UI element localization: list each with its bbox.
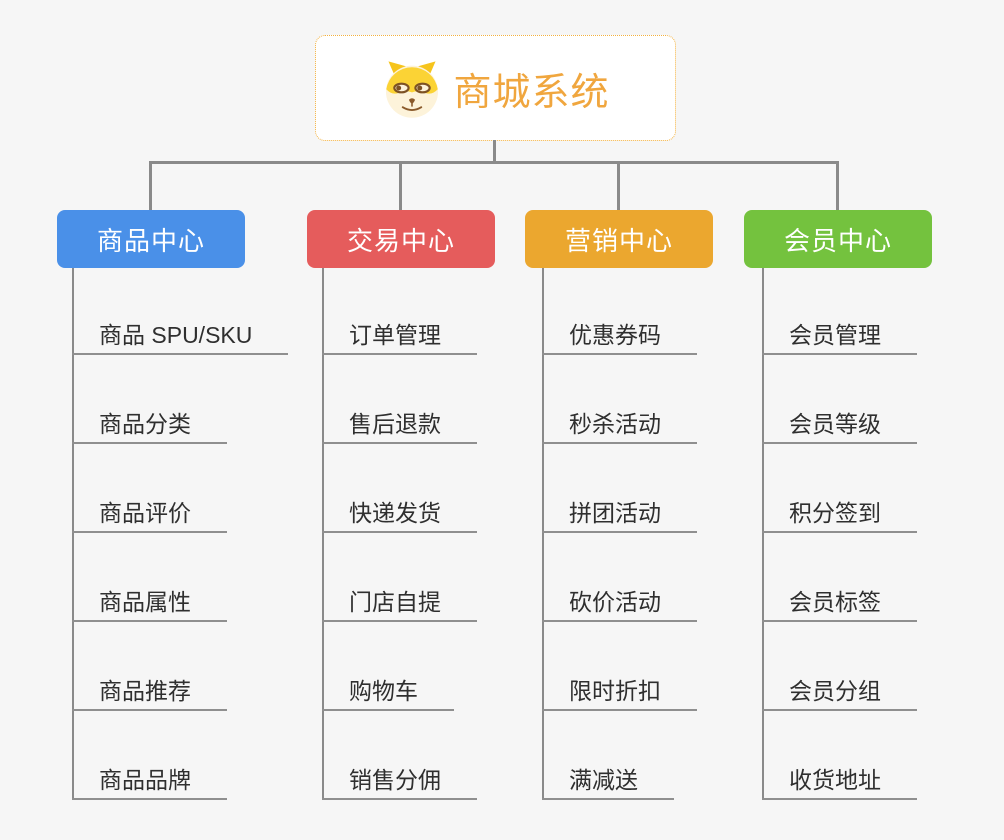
leaf-node[interactable]: 购物车 (322, 673, 454, 711)
connector-column-line-1 (72, 268, 74, 800)
leaf-node[interactable]: 拼团活动 (542, 495, 697, 533)
connector-horizontal-bus (149, 161, 839, 164)
leaf-node[interactable]: 订单管理 (322, 317, 477, 355)
leaf-node[interactable]: 商品品牌 (72, 762, 227, 800)
leaf-node[interactable]: 商品 SPU/SKU (72, 317, 289, 355)
leaf-node[interactable]: 优惠券码 (542, 317, 697, 355)
leaf-node[interactable]: 砍价活动 (542, 584, 697, 622)
branch-node-product-center[interactable]: 商品中心 (57, 210, 245, 268)
branch-node-trade-center[interactable]: 交易中心 (307, 210, 495, 268)
connector-column-line-3 (542, 268, 544, 800)
connector-drop-branch-3 (617, 161, 620, 210)
leaf-node[interactable]: 会员标签 (762, 584, 917, 622)
connector-column-line-2 (322, 268, 324, 800)
leaf-node[interactable]: 会员分组 (762, 673, 917, 711)
branch-node-marketing-center[interactable]: 营销中心 (525, 210, 713, 268)
leaf-node[interactable]: 商品评价 (72, 495, 227, 533)
leaf-node[interactable]: 会员管理 (762, 317, 917, 355)
branch-node-member-center[interactable]: 会员中心 (744, 210, 932, 268)
leaf-node[interactable]: 销售分佣 (322, 762, 477, 800)
connector-drop-branch-2 (399, 161, 402, 210)
leaf-node[interactable]: 收货地址 (762, 762, 917, 800)
leaf-node[interactable]: 积分签到 (762, 495, 917, 533)
leaf-node[interactable]: 商品属性 (72, 584, 227, 622)
leaf-node[interactable]: 商品分类 (72, 406, 227, 444)
leaf-node[interactable]: 快递发货 (322, 495, 477, 533)
leaf-node[interactable]: 门店自提 (322, 584, 477, 622)
connector-column-line-4 (762, 268, 764, 800)
leaf-node[interactable]: 商品推荐 (72, 673, 227, 711)
connector-drop-branch-4 (836, 161, 839, 210)
leaf-node[interactable]: 限时折扣 (542, 673, 697, 711)
root-node-mall-system[interactable]: 商城系统 (315, 35, 676, 141)
root-title: 商城系统 (453, 71, 610, 114)
leaf-node[interactable]: 满减送 (542, 762, 674, 800)
leaf-node[interactable]: 秒杀活动 (542, 406, 697, 444)
leaf-node[interactable]: 会员等级 (762, 406, 917, 444)
connector-drop-branch-1 (149, 161, 152, 210)
leaf-node[interactable]: 售后退款 (322, 406, 477, 444)
doge-face-icon (381, 57, 443, 119)
connector-root-stem (493, 140, 496, 163)
